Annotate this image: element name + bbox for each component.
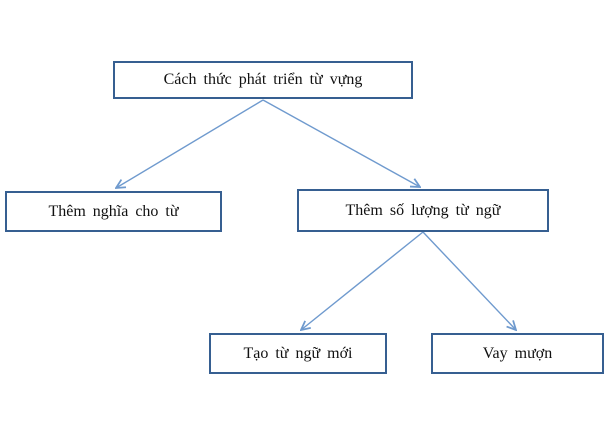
node-borrow: Vay mượn: [431, 333, 604, 374]
node-add-meaning: Thêm nghĩa cho từ: [5, 191, 222, 232]
node-create-new: Tạo từ ngữ mới: [209, 333, 387, 374]
arrow-add-quantity-to-create-new: [301, 231, 424, 330]
node-root: Cách thức phát triển từ vựng: [113, 61, 413, 99]
arrow-root-to-add-meaning: [116, 99, 264, 188]
arrow-root-to-add-quantity: [262, 99, 420, 187]
node-add-quantity: Thêm số lượng từ ngữ: [297, 189, 549, 232]
arrow-add-quantity-to-borrow: [422, 231, 516, 330]
